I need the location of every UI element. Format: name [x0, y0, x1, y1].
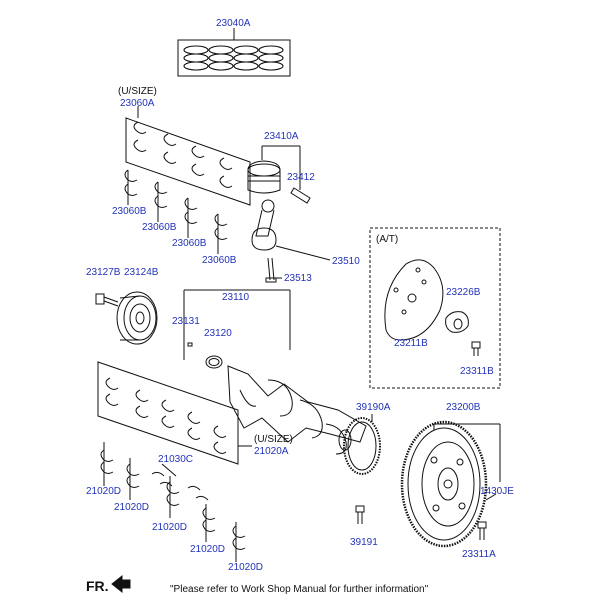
piston-pin[interactable]: [290, 170, 311, 204]
at-label: (A/T): [376, 234, 399, 245]
label-23200B[interactable]: 23200B: [446, 402, 481, 413]
crank-key[interactable]: [187, 342, 193, 347]
crank-sprocket[interactable]: [205, 355, 223, 369]
usize-label-bottom: (U/SIZE): [254, 434, 293, 445]
connecting-rod[interactable]: [251, 199, 331, 261]
flywheel-bolt[interactable]: [477, 521, 487, 540]
label-23127B[interactable]: 23127B: [86, 267, 121, 278]
label-39190A[interactable]: 39190A: [356, 402, 391, 413]
front-direction-label: FR.: [86, 578, 109, 594]
flywheel-dowel[interactable]: [485, 493, 497, 501]
pulley-bolt[interactable]: [95, 293, 119, 307]
rod-bolt[interactable]: [265, 257, 282, 283]
label-23060A[interactable]: 23060A: [120, 98, 155, 109]
label-23040A[interactable]: 23040A: [216, 18, 251, 29]
label-23124B[interactable]: 23124B: [124, 267, 159, 278]
label-23510[interactable]: 23510: [332, 256, 360, 267]
label-23060B-4[interactable]: 23060B: [202, 255, 237, 266]
label-21020D-5[interactable]: 21020D: [228, 562, 264, 573]
at-group-box: [369, 227, 501, 389]
ring-gear[interactable]: [343, 414, 381, 475]
piston-ring-set[interactable]: [177, 28, 291, 77]
label-23412[interactable]: 23412: [287, 172, 315, 183]
label-21020D-4[interactable]: 21020D: [190, 544, 226, 555]
drive-plate[interactable]: [384, 259, 444, 341]
flywheel[interactable]: [400, 420, 501, 548]
thrust-washers[interactable]: [151, 463, 209, 501]
crank-pulley[interactable]: [116, 291, 158, 345]
label-21020A[interactable]: 21020A: [254, 446, 289, 457]
label-23060B-2[interactable]: 23060B: [142, 222, 177, 233]
label-23311A[interactable]: 23311A: [462, 549, 496, 560]
piston[interactable]: [247, 145, 301, 194]
conrod-bearing-shells[interactable]: [124, 169, 228, 254]
label-23211B[interactable]: 23211B: [394, 338, 428, 349]
label-23226B[interactable]: 23226B: [446, 287, 481, 298]
conrod-bearing-set[interactable]: [125, 106, 251, 206]
crankshaft[interactable]: [183, 289, 367, 455]
label-21020D-1[interactable]: 21020D: [86, 486, 122, 497]
label-23120[interactable]: 23120: [204, 328, 232, 339]
main-bearing-shells[interactable]: [100, 442, 246, 562]
label-21020D-2[interactable]: 21020D: [114, 502, 150, 513]
label-23060B-1[interactable]: 23060B: [112, 206, 147, 217]
label-23410A[interactable]: 23410A: [264, 131, 299, 142]
front-arrow-icon: [111, 574, 131, 594]
ring-gear-bolt[interactable]: [355, 505, 365, 524]
adapter-plate[interactable]: [445, 311, 469, 333]
label-21030C[interactable]: 21030C: [158, 454, 194, 465]
label-39191[interactable]: 39191: [350, 537, 378, 548]
drive-plate-bolt[interactable]: [471, 341, 481, 356]
label-23110[interactable]: 23110: [222, 292, 250, 303]
label-23311B[interactable]: 23311B: [460, 366, 494, 377]
label-23131[interactable]: 23131: [172, 316, 200, 327]
footer-note: "Please refer to Work Shop Manual for fu…: [170, 584, 429, 595]
label-23513[interactable]: 23513: [284, 273, 312, 284]
label-21020D-3[interactable]: 21020D: [152, 522, 188, 533]
label-1430JE[interactable]: 1430JE: [480, 486, 514, 497]
main-bearing-set[interactable]: [97, 361, 252, 465]
label-23060B-3[interactable]: 23060B: [172, 238, 207, 249]
usize-label-top: (U/SIZE): [118, 86, 157, 97]
